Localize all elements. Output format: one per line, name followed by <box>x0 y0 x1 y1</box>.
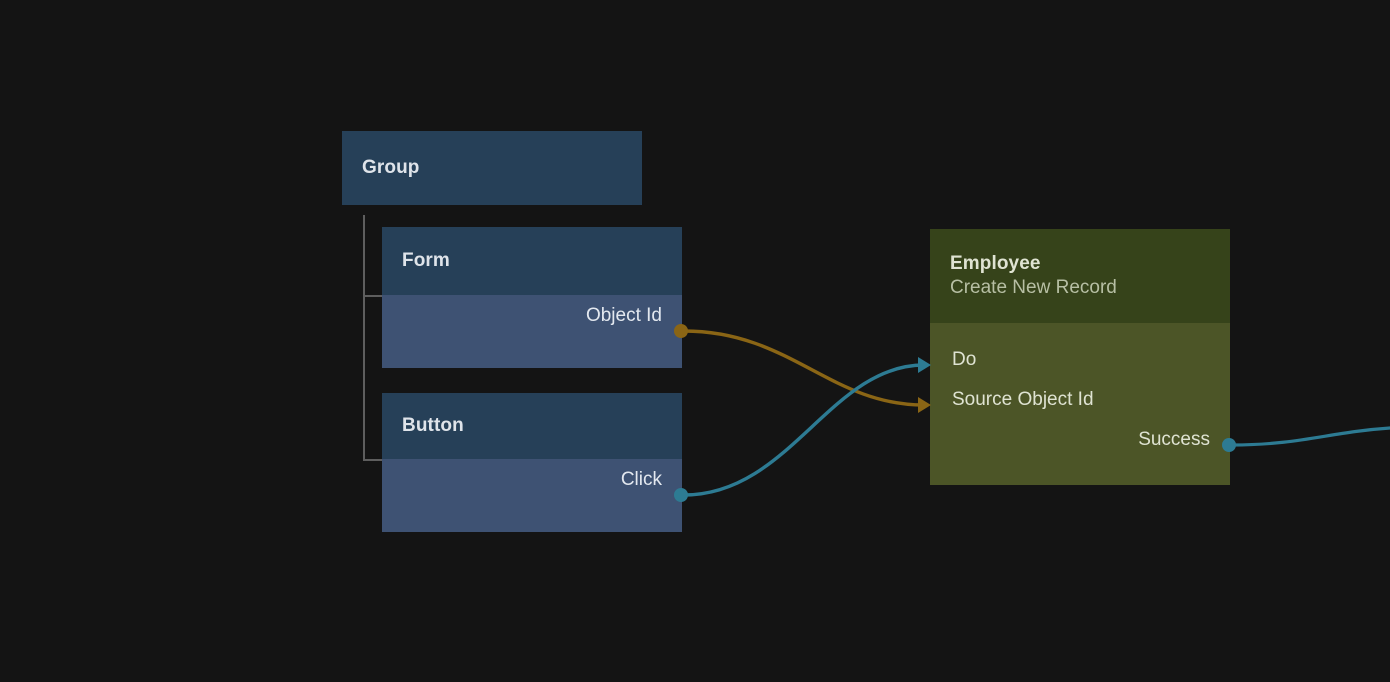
node-form-header[interactable]: Form <box>382 227 682 295</box>
node-button-header[interactable]: Button <box>382 393 682 459</box>
port-out-object-id[interactable]: Object Id <box>586 295 682 336</box>
node-form-title: Form <box>402 249 450 271</box>
port-out-success-label: Success <box>1138 428 1210 450</box>
wire-success-outgoing <box>1230 426 1390 447</box>
node-group-header[interactable]: Group <box>342 131 642 205</box>
node-form[interactable]: Form Object Id <box>382 227 688 368</box>
port-in-source-object-id[interactable]: Source Object Id <box>930 386 1094 412</box>
port-in-do[interactable]: Do <box>930 346 976 372</box>
group-tree-vertical-line <box>363 215 365 461</box>
node-button-title: Button <box>402 414 464 436</box>
port-arrow-do[interactable] <box>918 357 931 373</box>
wire-objectid-to-sourceobjectid <box>682 329 926 407</box>
group-tree-branch-form <box>363 295 383 297</box>
node-employee-header[interactable]: Employee Create New Record <box>930 229 1230 323</box>
node-employee-title: Employee <box>950 252 1041 274</box>
port-arrow-source-object-id[interactable] <box>918 397 931 413</box>
node-employee-subtitle: Create New Record <box>950 277 1117 298</box>
port-in-source-object-id-label: Source Object Id <box>952 388 1094 410</box>
port-dot-success[interactable] <box>1222 438 1236 452</box>
port-out-success[interactable]: Success <box>1138 426 1230 452</box>
node-employee[interactable]: Employee Create New Record Do Source Obj… <box>918 229 1236 485</box>
port-out-click-label: Click <box>620 469 662 490</box>
port-out-object-id-label: Object Id <box>585 305 662 326</box>
port-in-do-label: Do <box>952 348 977 370</box>
port-dot-click[interactable] <box>674 488 688 502</box>
node-group[interactable]: Group <box>342 131 642 205</box>
node-group-title: Group <box>362 156 420 178</box>
node-button-body: Click <box>382 459 682 532</box>
group-tree-branch-button <box>363 459 383 461</box>
node-employee-body: Do Source Object Id Success <box>930 323 1230 485</box>
port-dot-object-id[interactable] <box>674 324 688 338</box>
wire-click-to-do <box>682 363 926 497</box>
node-button[interactable]: Button Click <box>382 393 688 532</box>
port-out-click[interactable]: Click <box>621 459 682 500</box>
node-form-body: Object Id <box>382 295 682 368</box>
